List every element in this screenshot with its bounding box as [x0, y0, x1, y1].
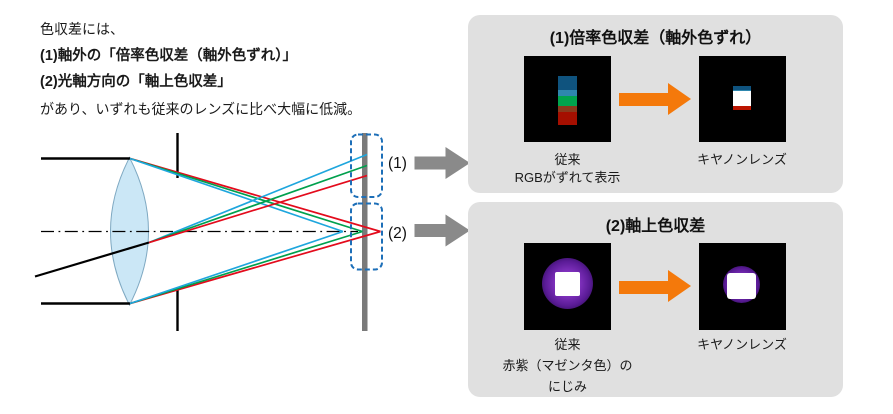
callout-1-label: (1) [388, 155, 407, 172]
panel-2-title: (2)軸上色収差 [605, 218, 706, 235]
corrected-chip [732, 85, 751, 110]
panel-2-left-subcaption-2: にじみ [547, 379, 587, 394]
panel-2-left-subcaption-1: 赤紫（マゼンタ色）の [502, 358, 633, 373]
panel-1-conventional-image [524, 56, 611, 142]
intro-line-2: (1)軸外の「倍率色収差（軸外色ずれ）」 [40, 47, 297, 64]
panel-2-right-caption: キヤノンレンズ [697, 337, 787, 352]
incoming-ray-oblique [34, 241, 150, 278]
ray-green-upper-marginal [129, 157, 363, 233]
chip-lightblue-edge [732, 89, 751, 91]
panel-1-left-subcaption: RGBがずれて表示 [514, 169, 621, 185]
ray-cyan-upper-marginal [129, 157, 344, 233]
callout-2-label: (2) [388, 225, 407, 242]
panel-axial-chromatic-aberration: (2)軸上色収差 従来 赤紫（マゼンタ色）の にじみ キヤノンレンズ [468, 202, 843, 397]
rgb-shift-green-band [557, 96, 577, 106]
roi-box-2 [350, 202, 383, 271]
intro-line-4: があり、いずれも従来のレンズに比べ大幅に低減。 [40, 100, 362, 117]
ray-cyan-oblique [148, 153, 368, 244]
chip-blue-edge [732, 85, 751, 90]
panel-1-canon-image [698, 56, 786, 142]
panel-1-title: (1)倍率色収差（軸外色ずれ） [549, 30, 762, 47]
panel-2-canon-image [698, 243, 786, 330]
ray-red-oblique [148, 174, 368, 244]
ray-cyan-lower-marginal [129, 230, 344, 305]
rgb-shift-red-band [557, 112, 577, 125]
roi-box-1 [350, 133, 383, 198]
lens-element [110, 156, 149, 307]
image-plane-bar [362, 133, 368, 331]
ray-red-upper-marginal [129, 157, 381, 233]
white-square-subject [555, 271, 580, 296]
ray-red-lower-marginal [129, 230, 381, 305]
panel-lateral-chromatic-aberration: (1)倍率色収差（軸外色ずれ） 従来 RGBがずれて表示 キヤ [468, 15, 843, 193]
chip-white-body [732, 91, 751, 106]
panel-2-conventional-image [524, 243, 611, 330]
panel-1-right-caption: キヤノンレンズ [697, 151, 787, 167]
rgb-shift-blue-band [557, 76, 577, 90]
gray-arrow-1 [414, 147, 470, 179]
intro-line-3: (2)光軸方向の「軸上色収差」 [40, 74, 232, 90]
rgb-shift-cyan-band [557, 90, 577, 96]
panel-2-left-caption: 従来 [554, 337, 581, 352]
lens-ray-diagram: (1) (2) [34, 133, 470, 331]
chip-red-edge [732, 105, 751, 110]
rgb-shift-darkred-band [557, 106, 577, 112]
intro-line-1: 色収差には、 [40, 21, 124, 37]
ray-green-oblique [148, 164, 368, 244]
white-square-subject [727, 273, 756, 299]
gray-arrow-2 [414, 214, 470, 247]
panel-1-left-caption: 従来 [554, 151, 581, 167]
ray-green-lower-marginal [129, 230, 363, 305]
rgb-shift-bar [557, 76, 577, 125]
intro-text: 色収差には、 (1)軸外の「倍率色収差（軸外色ずれ）」 (2)光軸方向の「軸上色… [40, 16, 361, 122]
